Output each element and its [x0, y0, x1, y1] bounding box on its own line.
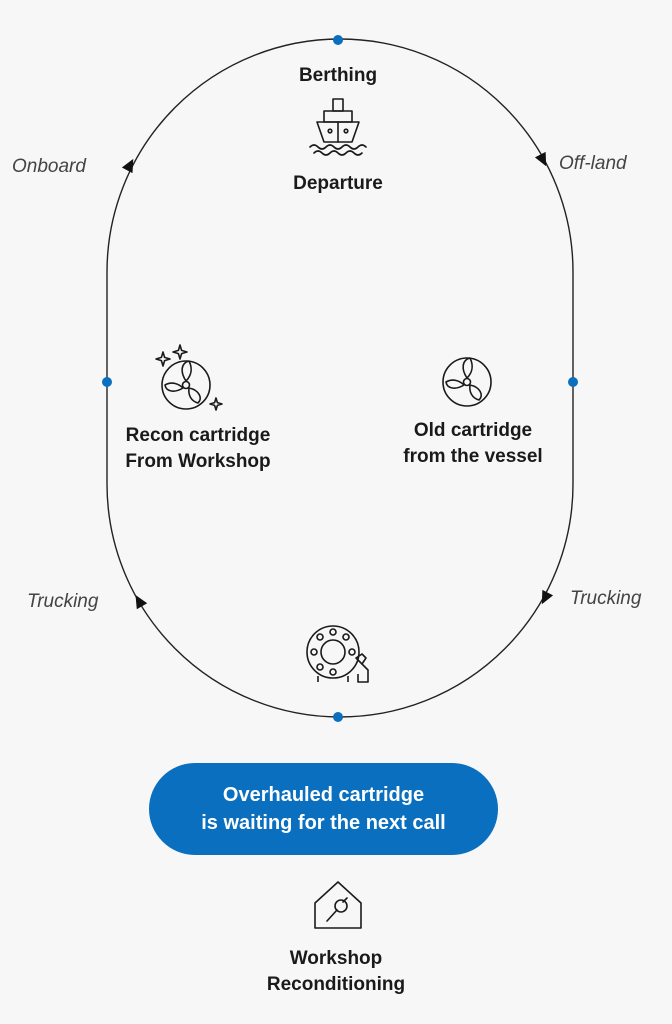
- callout-line2: is waiting for the next call: [201, 812, 446, 834]
- old-cartridge-line2: from the vessel: [403, 446, 543, 467]
- departure-label: Departure: [293, 173, 383, 194]
- propeller-icon: [442, 357, 492, 407]
- node-dot-bottom: [333, 712, 343, 722]
- berthing-label: Berthing: [298, 65, 378, 86]
- workshop-line1: Workshop: [289, 948, 383, 969]
- edge-label-trucking-right: Trucking: [570, 588, 642, 609]
- recon-cartridge-line1: Recon cartridge: [125, 425, 271, 446]
- callout-line1: Overhauled cartridge: [222, 784, 425, 806]
- arrow-bottom-left: [135, 594, 148, 610]
- node-dot-left: [102, 377, 112, 387]
- workshop-wrench-icon: [314, 881, 362, 929]
- arrow-top-left: [121, 158, 134, 174]
- workshop-line2: Reconditioning: [266, 974, 406, 995]
- arrow-bottom-right: [541, 589, 554, 605]
- node-dot-top: [333, 35, 343, 45]
- edge-label-off-land: Off-land: [559, 153, 627, 174]
- recon-cartridge-line2: From Workshop: [125, 451, 271, 472]
- flange-maintenance-icon: [306, 625, 369, 683]
- workshop-label: Workshop Reconditioning: [218, 946, 454, 998]
- cycle-loop: [106, 38, 574, 718]
- node-dot-right: [568, 377, 578, 387]
- recon-cartridge-icon: [155, 344, 223, 411]
- left-node-label: Recon cartridge From Workshop: [88, 423, 308, 475]
- ship-icon: [309, 98, 367, 156]
- old-cartridge-line1: Old cartridge: [413, 420, 533, 441]
- top-node-label: Berthing: [238, 63, 438, 89]
- edge-label-trucking-left: Trucking: [27, 591, 99, 612]
- arrow-top-right: [534, 151, 547, 167]
- edge-label-onboard: Onboard: [12, 156, 86, 177]
- right-node-label: Old cartridge from the vessel: [363, 418, 583, 470]
- status-callout: Overhauled cartridge is waiting for the …: [149, 763, 498, 855]
